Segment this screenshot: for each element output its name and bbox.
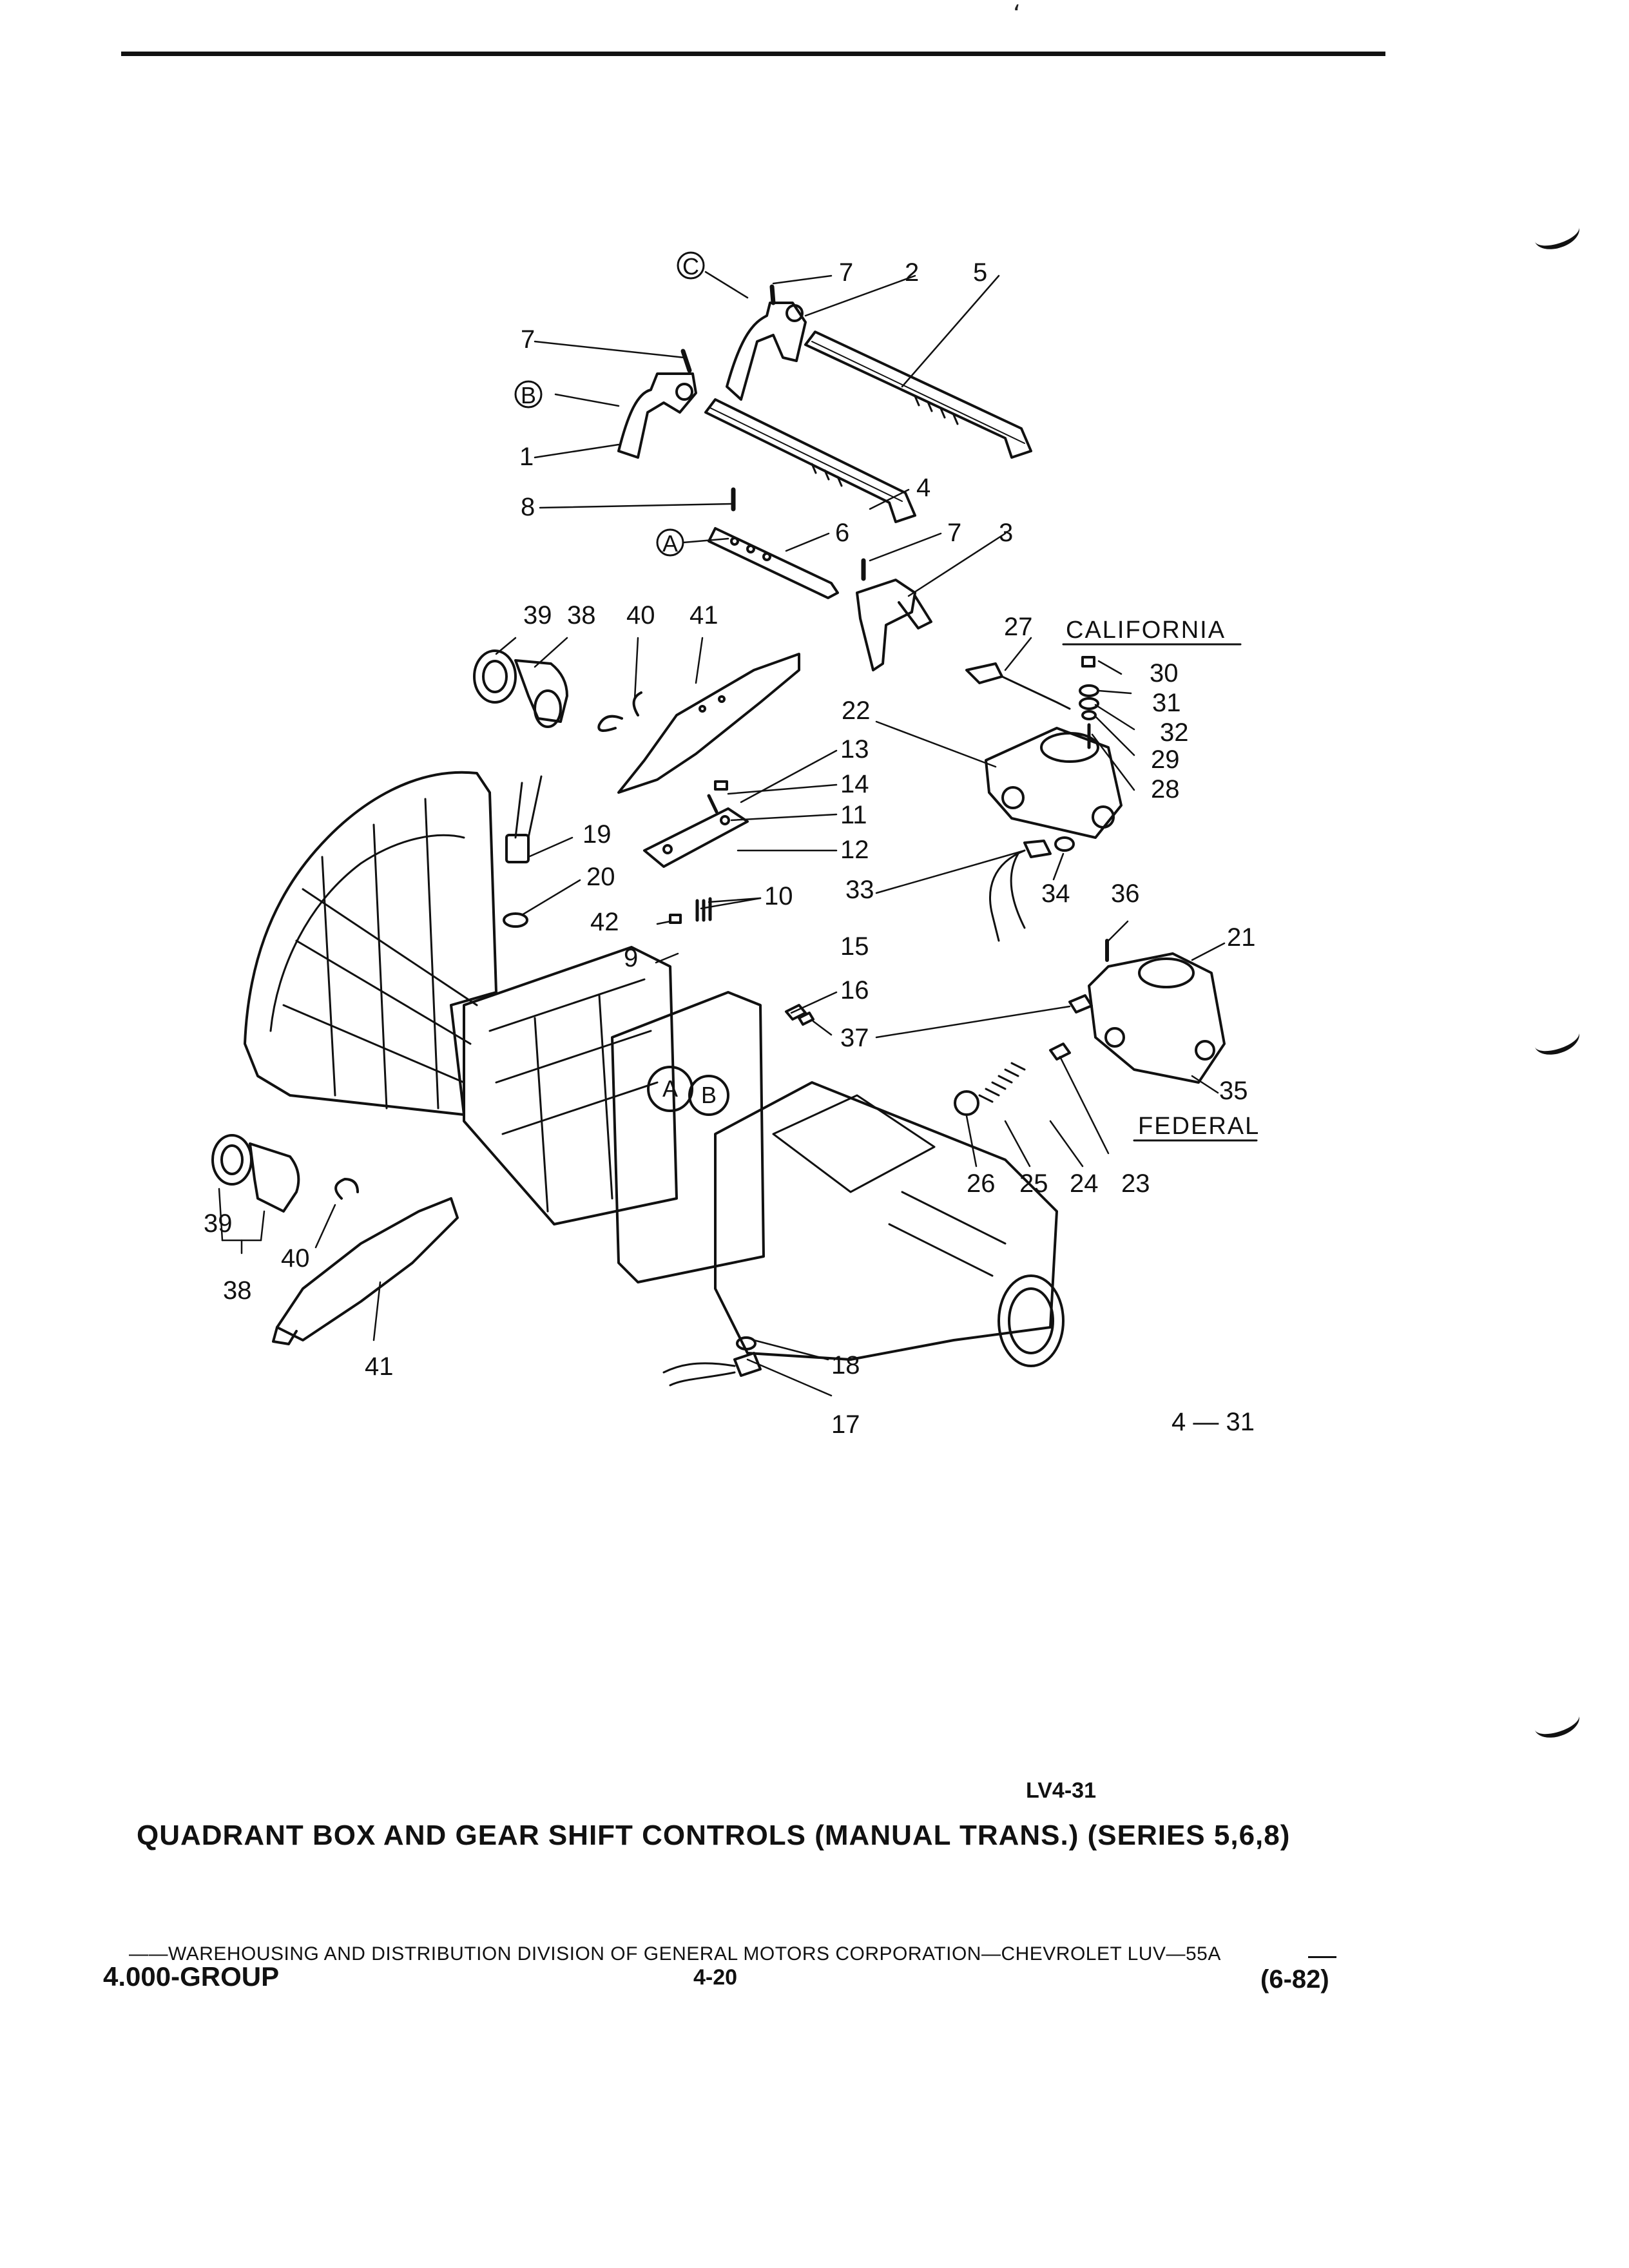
neutral-switch-33 [989, 836, 1075, 942]
callout-18: 18 [831, 1351, 860, 1379]
callout-3: 3 [999, 519, 1013, 547]
speedometer-switch-17 [662, 1336, 762, 1387]
callout-21: 21 [1227, 923, 1256, 952]
callout-35: 35 [1219, 1077, 1248, 1105]
callout-30: 30 [1150, 659, 1179, 687]
callout-28: 28 [1151, 775, 1180, 803]
callout-26: 26 [967, 1169, 996, 1198]
callout-29: 29 [1151, 745, 1180, 774]
callout-7-mid: 7 [947, 519, 961, 547]
callout-7-left: 7 [521, 325, 535, 354]
quadrant-cover-federal [954, 939, 1226, 1116]
callout-31: 31 [1152, 689, 1181, 717]
shift-fork-and-rail-group [617, 284, 1032, 671]
callout-40-top: 40 [626, 601, 655, 629]
callout-4: 4 [916, 474, 930, 502]
marker-b-circle [514, 380, 543, 408]
transmission-housing: A B [244, 771, 1065, 1367]
backup-light-switch-19 [503, 775, 543, 928]
note-federal: FEDERAL [1138, 1113, 1260, 1140]
top-rule [121, 52, 1385, 56]
footer-date-code: (6-82) [1260, 1965, 1329, 1994]
corner-tick-mark: ‘ [1013, 0, 1021, 28]
marker-c-circle [677, 251, 705, 280]
callout-20: 20 [586, 863, 615, 891]
marker-a-plate: A [662, 1075, 678, 1102]
quadrant-cover-california [965, 656, 1123, 839]
callout-36: 36 [1111, 879, 1140, 908]
marker-b: B [521, 382, 536, 408]
callout-16: 16 [840, 976, 869, 1004]
callout-34: 34 [1041, 879, 1070, 908]
release-bearing-lower-group [211, 1134, 359, 1213]
callout-22: 22 [842, 697, 871, 725]
callout-17: 17 [831, 1410, 860, 1439]
callout-39-top: 39 [523, 601, 552, 629]
footer-page-number: 4-20 [693, 1965, 738, 1990]
footer-group: 4.000-GROUP [103, 1961, 280, 1992]
callout-7-top: 7 [839, 258, 853, 287]
footer-dash [1308, 1956, 1336, 1958]
callout-11: 11 [840, 801, 867, 829]
callout-39-lower: 39 [204, 1209, 233, 1238]
marker-a-circle [656, 528, 684, 557]
callout-9: 9 [624, 944, 638, 972]
callout-1: 1 [519, 443, 534, 471]
callout-37: 37 [840, 1024, 869, 1052]
marker-c: C [682, 253, 699, 280]
callout-41-top: 41 [689, 601, 718, 629]
figure-reference: 4 — 31 [1171, 1408, 1255, 1436]
callout-13: 13 [840, 735, 869, 764]
binding-mark [1530, 1702, 1583, 1744]
callout-19: 19 [583, 820, 612, 849]
callout-38-lower: 38 [223, 1276, 252, 1305]
figure-id: LV4-31 [1026, 1778, 1096, 1803]
callout-15: 15 [840, 932, 869, 961]
exploded-parts-diagram: A B [204, 251, 1260, 1439]
callout-42: 42 [590, 908, 619, 936]
callout-6: 6 [835, 519, 849, 547]
callout-24: 24 [1070, 1169, 1099, 1198]
release-bearing-upper-group [473, 649, 623, 732]
callout-10: 10 [764, 882, 793, 910]
leader-lines [218, 271, 1226, 1397]
callout-33: 33 [845, 876, 874, 904]
callout-2: 2 [905, 258, 919, 287]
callout-40-lower: 40 [281, 1244, 310, 1273]
clutch-fork-upper [617, 653, 800, 794]
callout-27: 27 [1004, 613, 1033, 641]
footer-publisher-line: ——WAREHOUSING AND DISTRIBUTION DIVISION … [129, 1943, 1221, 1965]
callout-8: 8 [521, 493, 535, 521]
callout-32: 32 [1160, 718, 1189, 747]
shift-lever-and-spring-parts [643, 780, 815, 1026]
callout-23: 23 [1121, 1169, 1150, 1198]
callout-5: 5 [973, 258, 987, 287]
figure-caption: QUADRANT BOX AND GEAR SHIFT CONTROLS (MA… [137, 1820, 1291, 1851]
marker-b-plate: B [701, 1082, 717, 1108]
marker-a: A [662, 530, 678, 557]
clutch-fork-lower [272, 1197, 459, 1345]
callout-38-top: 38 [567, 601, 596, 629]
note-california: CALIFORNIA [1066, 617, 1226, 644]
callout-12: 12 [840, 836, 869, 864]
callout-25: 25 [1019, 1169, 1048, 1198]
callout-41-lower: 41 [365, 1352, 394, 1381]
callout-14: 14 [840, 770, 869, 798]
